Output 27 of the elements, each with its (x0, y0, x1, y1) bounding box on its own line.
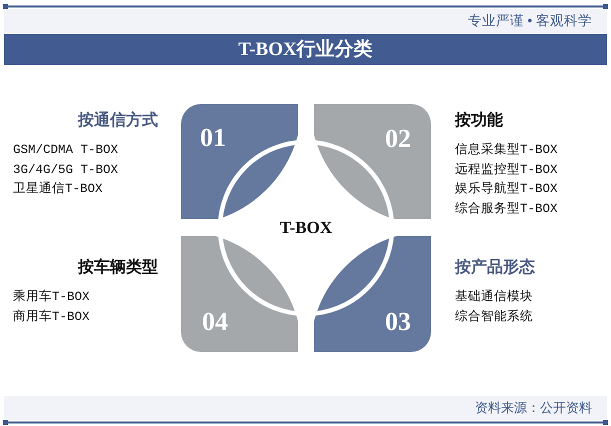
category-item: 基础通信模块 (455, 289, 533, 305)
category-item: 卫星通信T-BOX (13, 181, 103, 198)
tile-number: 01 (199, 123, 227, 153)
center-label: T-BOX (278, 217, 334, 239)
quadrant-tile (181, 236, 298, 352)
source-note: 资料来源：公开资料 (475, 399, 592, 417)
category-item: 乘用车T-BOX (13, 289, 90, 305)
quadrant-tile (314, 236, 431, 352)
category-heading: 按产品形态 (455, 258, 535, 277)
category-item: 信息采集型T-BOX (455, 142, 558, 158)
tile-number: 03 (384, 307, 412, 337)
tile-number: 02 (384, 124, 412, 154)
category-heading: 按功能 (455, 111, 503, 130)
slogan-text: 专业严谨 • 客观科学 (468, 12, 592, 30)
category-item: 综合智能系统 (455, 308, 533, 325)
quadrant-tile (314, 104, 431, 219)
title-bar: T-BOX行业分类 (4, 34, 607, 65)
quadrant-tile (181, 104, 298, 219)
category-item: 综合服务型T-BOX (455, 200, 558, 217)
category-item: 远程监控型T-BOX (455, 162, 558, 178)
category-item: 商用车T-BOX (13, 308, 90, 325)
category-heading: 按通信方式 (78, 111, 158, 130)
category-item: 娱乐导航型T-BOX (455, 181, 558, 198)
category-heading: 按车辆类型 (78, 258, 158, 277)
tile-number: 04 (201, 307, 229, 337)
category-item: 3G/4G/5G T-BOX (13, 162, 118, 178)
category-item: GSM/CDMA T-BOX (13, 142, 118, 158)
